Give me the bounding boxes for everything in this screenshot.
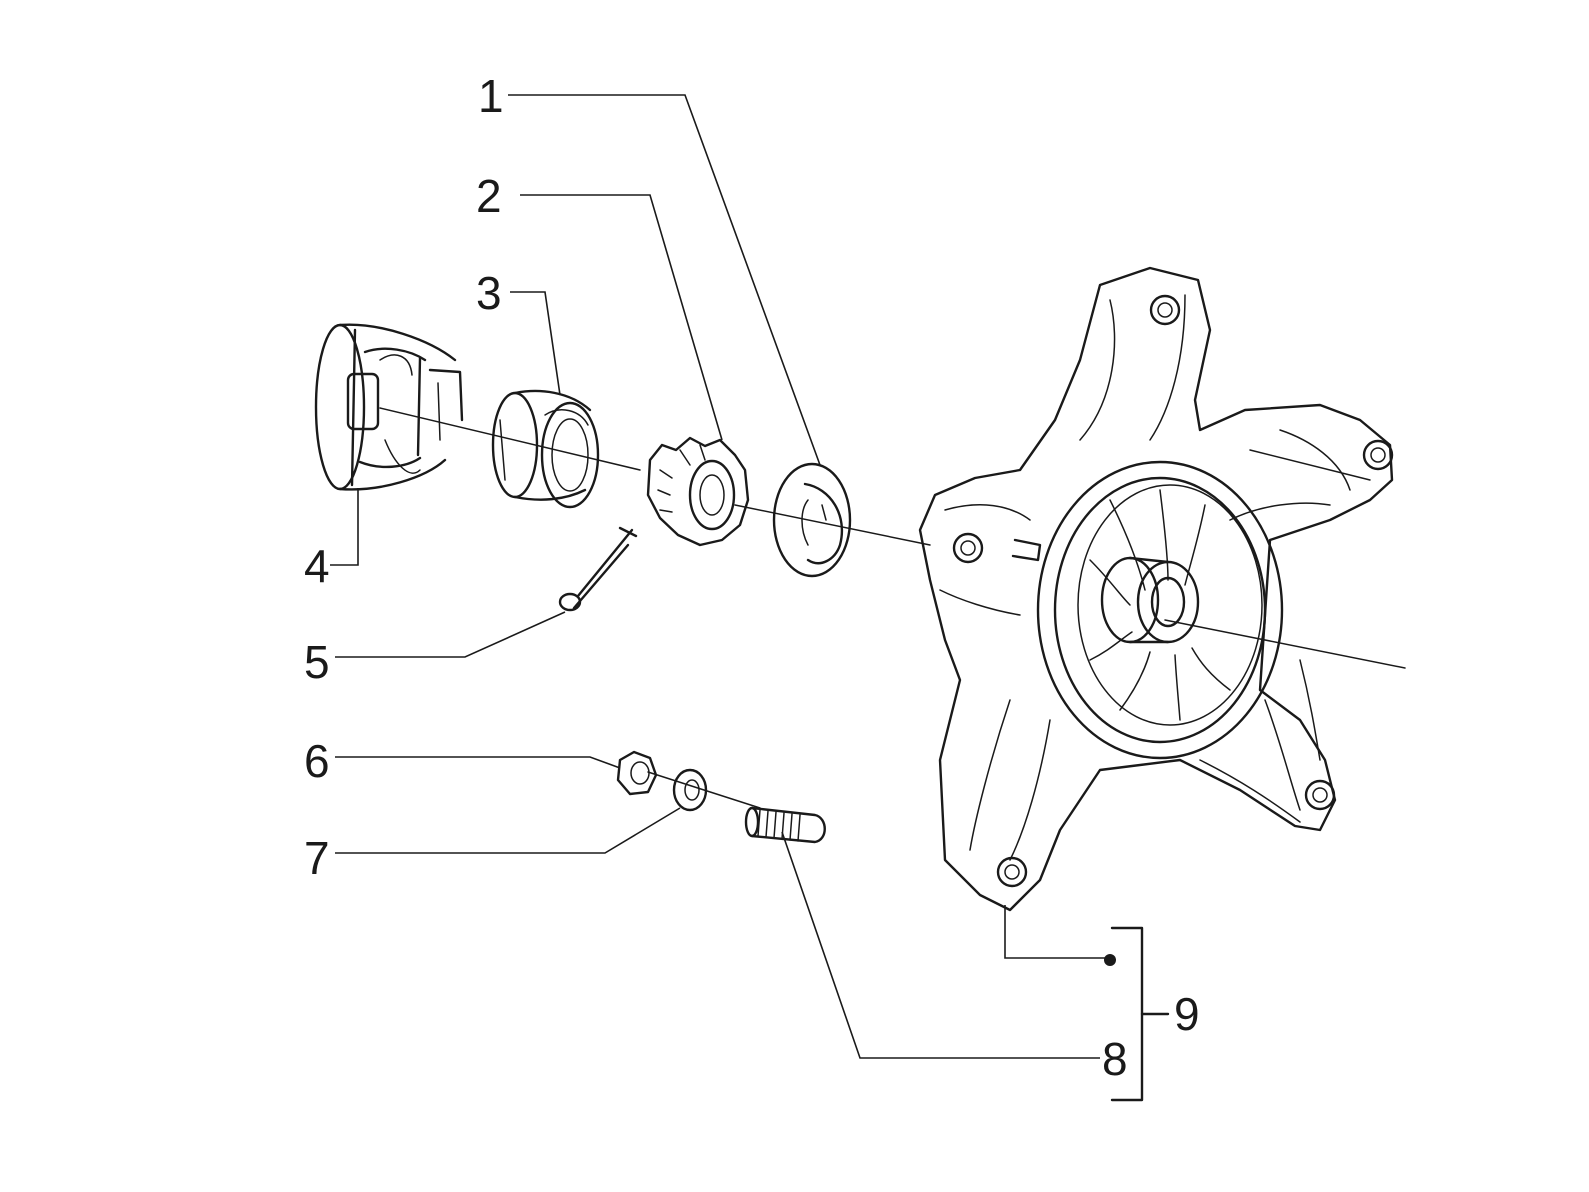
callout-2: 2: [476, 170, 502, 222]
small-nut-part: [616, 750, 658, 796]
callout-7: 7: [304, 832, 330, 884]
callout-6: 6: [304, 735, 330, 787]
callout-1: 1: [478, 70, 504, 122]
callout-9: 9: [1174, 988, 1200, 1040]
split-pin-part: [558, 526, 638, 612]
assembly-axis: [379, 407, 1406, 809]
leader-lines: [330, 94, 1170, 1102]
castle-nut-part: [646, 436, 750, 547]
lock-washer-part: [772, 462, 852, 578]
callout-8: 8: [1102, 1033, 1128, 1085]
callout-5: 5: [304, 636, 330, 688]
callout-4: 4: [304, 540, 330, 592]
callout-3: 3: [476, 267, 502, 319]
wheel-hub-part: [918, 266, 1394, 912]
bushing-part: [491, 389, 600, 509]
bracket-dot-marker: [1104, 954, 1116, 966]
small-washer-part: [672, 768, 708, 812]
stud-bolt-part: [744, 806, 826, 844]
dust-cap-part: [314, 323, 464, 491]
